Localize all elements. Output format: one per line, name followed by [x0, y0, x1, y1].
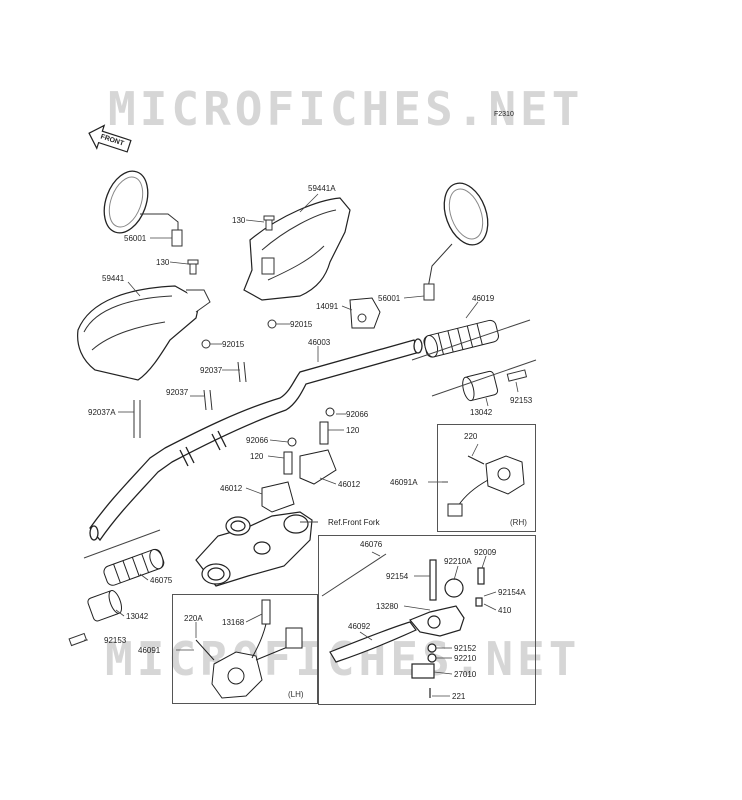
- part-label: 92015: [290, 320, 313, 329]
- part-label: 92154: [386, 572, 409, 581]
- left-grip-icon: [103, 548, 165, 586]
- part-label: 14091: [316, 302, 339, 311]
- part-label: 46003: [308, 338, 331, 347]
- part-label: 13168: [222, 618, 245, 627]
- part-label: 92037: [166, 388, 189, 397]
- part-label: 13042: [470, 408, 493, 417]
- nut-92015-icon: [267, 319, 277, 329]
- clamp-bolt-icon: [261, 407, 337, 513]
- part-label: 13280: [376, 602, 399, 611]
- right-grip-icon: [423, 319, 500, 358]
- part-label: 56001: [124, 234, 147, 243]
- part-label: 120: [346, 426, 360, 435]
- part-label: 27010: [454, 670, 477, 679]
- collar-14091-icon: [349, 297, 381, 329]
- part-label: 92066: [246, 436, 269, 445]
- bolt-130-icon: [263, 215, 275, 231]
- part-label: 130: [156, 258, 170, 267]
- part-label: 92009: [474, 548, 497, 557]
- part-label: 59441A: [308, 184, 336, 193]
- part-label: 92015: [222, 340, 245, 349]
- part-label: 410: [498, 606, 512, 615]
- part-label: 46091: [138, 646, 161, 655]
- screw-92153-icon: [506, 369, 528, 382]
- part-label: 46091A: [390, 478, 418, 487]
- part-label: 92210A: [444, 557, 472, 566]
- cable-band-icon: [133, 361, 247, 438]
- part-label: 46012: [220, 484, 243, 493]
- part-label: 221: [452, 692, 466, 701]
- nut-92015-icon-b: [201, 339, 211, 349]
- handlebar-icon: [89, 338, 423, 542]
- clutch-lever-box: [318, 535, 536, 705]
- lh-switch-box: [172, 594, 318, 704]
- part-label: 56001: [378, 294, 401, 303]
- rh-switch-box: [437, 424, 536, 532]
- reference-note: Ref.Front Fork: [328, 518, 380, 527]
- part-label: 92153: [104, 636, 127, 645]
- part-label: 130: [232, 216, 246, 225]
- right-handguard-icon: [243, 197, 351, 301]
- lh-switch-icon: [195, 599, 303, 699]
- part-label: 46092: [348, 622, 371, 631]
- part-label: 46075: [150, 576, 173, 585]
- part-label: 92153: [510, 396, 533, 405]
- upper-triple-clamp-icon: [195, 511, 313, 587]
- part-label: 92066: [346, 410, 369, 419]
- part-label: 92210: [454, 654, 477, 663]
- figure-code: F2310: [494, 111, 514, 118]
- leader-lines: [84, 193, 519, 697]
- bar-end-weight-icon: [462, 370, 499, 402]
- watermark-top: MICROFICHES.NET: [108, 82, 584, 136]
- part-label: 220: [464, 432, 478, 441]
- part-label: 46019: [472, 294, 495, 303]
- part-label: 59441: [102, 274, 125, 283]
- part-label: 92037A: [88, 408, 116, 417]
- part-label: 220A: [184, 614, 203, 623]
- bolt-130-icon-b: [187, 259, 199, 275]
- rh-switch-icon: [447, 455, 525, 517]
- part-label: 13042: [126, 612, 149, 621]
- left-handguard-icon: [77, 285, 211, 381]
- bar-end-weight-icon-b: [87, 589, 123, 622]
- part-label: 120: [250, 452, 264, 461]
- clutch-lever-icon: [329, 559, 485, 698]
- part-label: 46076: [360, 540, 383, 549]
- part-label: 46012: [338, 480, 361, 489]
- part-label: 92152: [454, 644, 477, 653]
- screw-92153-icon-b: [68, 632, 88, 647]
- part-label: 92154A: [498, 588, 526, 597]
- lh-box-tag: (LH): [288, 690, 304, 699]
- front-arrow-icon: [88, 124, 132, 153]
- part-label: 92037: [200, 366, 223, 375]
- right-mirror-icon: [423, 182, 489, 301]
- rh-box-tag: (RH): [510, 518, 527, 527]
